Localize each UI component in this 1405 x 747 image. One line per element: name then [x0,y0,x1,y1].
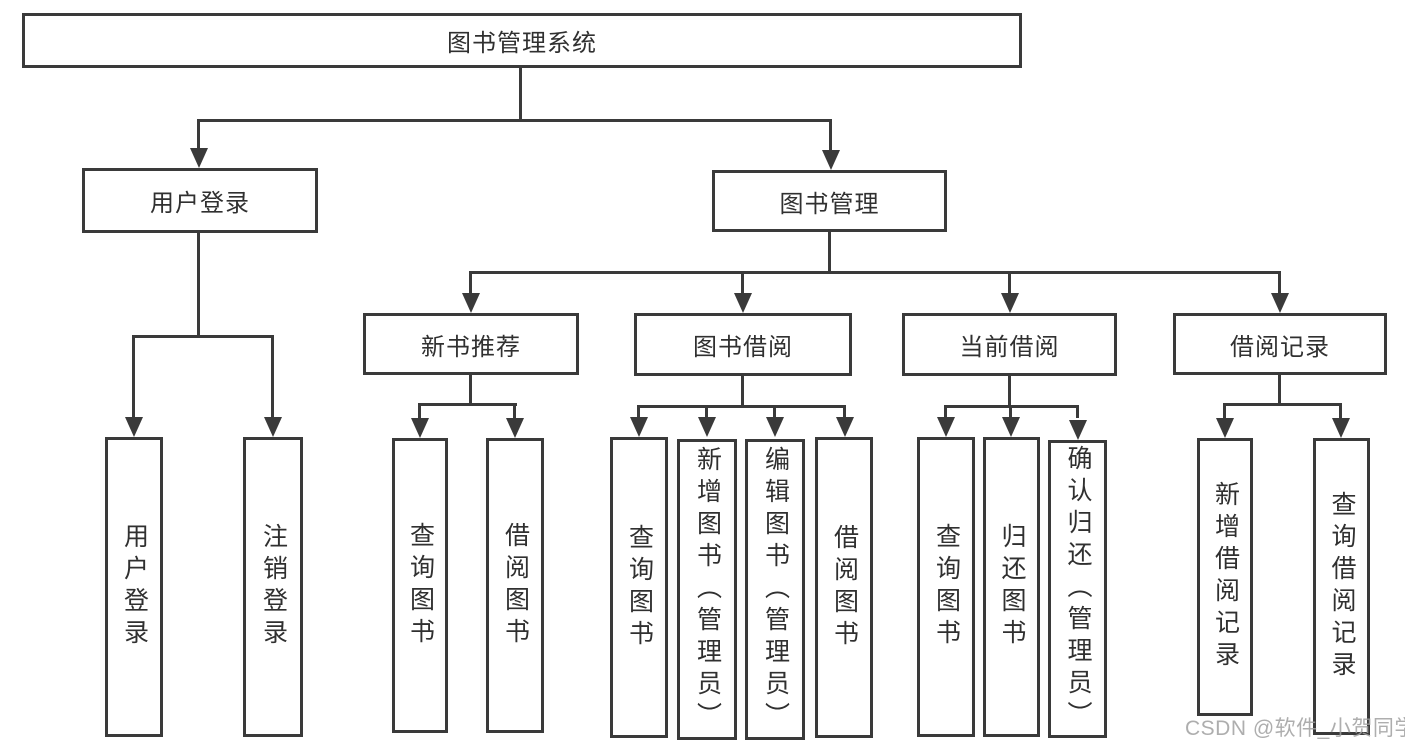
arrowhead-icon [1271,293,1289,313]
node-query-books-recommend: 查询图书 [392,438,448,733]
arrowhead-icon [1332,418,1350,438]
node-add-books-admin-label: 新增图书（管理员） [693,445,722,734]
node-query-borrow-record: 查询借阅记录 [1313,438,1370,735]
node-edit-books-admin-label: 编辑图书（管理员） [761,445,790,734]
node-library-management-system: 图书管理系统 [22,13,1022,68]
connector-line [741,376,744,407]
node-borrowing-records: 借阅记录 [1173,313,1387,375]
node-book-borrowing: 图书借阅 [634,313,852,376]
node-borrow-books-recommend-label: 借阅图书 [501,521,530,650]
node-logout-label: 注销登录 [259,523,288,651]
node-borrow-books-recommend: 借阅图书 [486,438,544,733]
arrowhead-icon [264,417,282,437]
arrowhead-icon [822,150,840,170]
connector-line [1009,405,1012,418]
connector-line [829,119,832,151]
node-query-borrow-record-label: 查询借阅记录 [1328,490,1356,683]
arrowhead-icon [766,417,784,437]
connector-line [1076,405,1079,418]
connector-line [132,335,135,418]
connector-line [1278,271,1281,294]
connector-line [418,403,517,406]
node-borrow-books-leaf: 借阅图书 [815,437,873,738]
connector-line [741,271,744,294]
connector-line [519,68,522,121]
connector-line [828,232,831,274]
arrowhead-icon [506,418,524,438]
node-query-books-borrow-label: 查询图书 [625,523,654,652]
arrowhead-icon [1216,418,1234,438]
connector-line [132,335,273,338]
node-book-management: 图书管理 [712,170,947,232]
node-query-books-current-label: 查询图书 [932,523,961,651]
connector-line [469,375,472,406]
arrowhead-icon [411,418,429,438]
connector-line [1008,376,1011,407]
connector-line [271,335,274,418]
connector-line [197,119,832,122]
node-return-books-label: 归还图书 [998,523,1026,651]
arrowhead-icon [125,417,143,437]
node-query-books-current: 查询图书 [917,437,975,737]
arrowhead-icon [836,417,854,437]
connector-line [1339,403,1342,419]
connector-line [197,119,200,149]
node-add-books-admin: 新增图书（管理员） [677,439,737,740]
arrowhead-icon [698,417,716,437]
node-query-books-recommend-label: 查询图书 [406,521,435,650]
node-logout: 注销登录 [243,437,303,737]
node-query-books-borrow: 查询图书 [610,437,668,738]
connector-line [1223,403,1342,406]
node-add-borrow-record: 新增借阅记录 [1197,438,1253,716]
node-user-login-branch: 用户登录 [82,168,318,233]
node-confirm-return-admin-label: 确认归还（管理员） [1064,445,1092,733]
node-edit-books-admin: 编辑图书（管理员） [745,439,805,740]
arrowhead-icon [462,293,480,313]
connector-line [773,405,776,418]
node-new-book-recommendation: 新书推荐 [363,313,579,375]
connector-line [637,405,846,408]
node-add-borrow-record-label: 新增借阅记录 [1211,481,1240,673]
arrowhead-icon [1069,420,1087,440]
connector-line [513,403,516,419]
arrowhead-icon [734,293,752,313]
connector-line [1278,375,1281,406]
arrowhead-icon [1002,417,1020,437]
connector-line [469,271,472,294]
node-return-books: 归还图书 [983,437,1040,737]
connector-line [843,405,846,418]
connector-line [418,403,421,419]
arrowhead-icon [937,417,955,437]
connector-line [705,405,708,418]
arrowhead-icon [630,417,648,437]
node-user-login-leaf: 用户登录 [105,437,163,737]
connector-line [469,271,1281,274]
connector-line [944,405,947,418]
connector-line [637,405,640,418]
connector-line [197,233,200,337]
node-confirm-return-admin: 确认归还（管理员） [1048,440,1107,738]
node-borrow-books-leaf-label: 借阅图书 [830,523,859,652]
node-current-borrowing: 当前借阅 [902,313,1117,376]
node-user-login-leaf-label: 用户登录 [120,523,149,651]
arrowhead-icon [190,148,208,168]
csdn-watermark: CSDN @软件_小贺同学 [1185,717,1405,740]
arrowhead-icon [1001,293,1019,313]
connector-line [1008,271,1011,294]
connector-line [1223,403,1226,419]
